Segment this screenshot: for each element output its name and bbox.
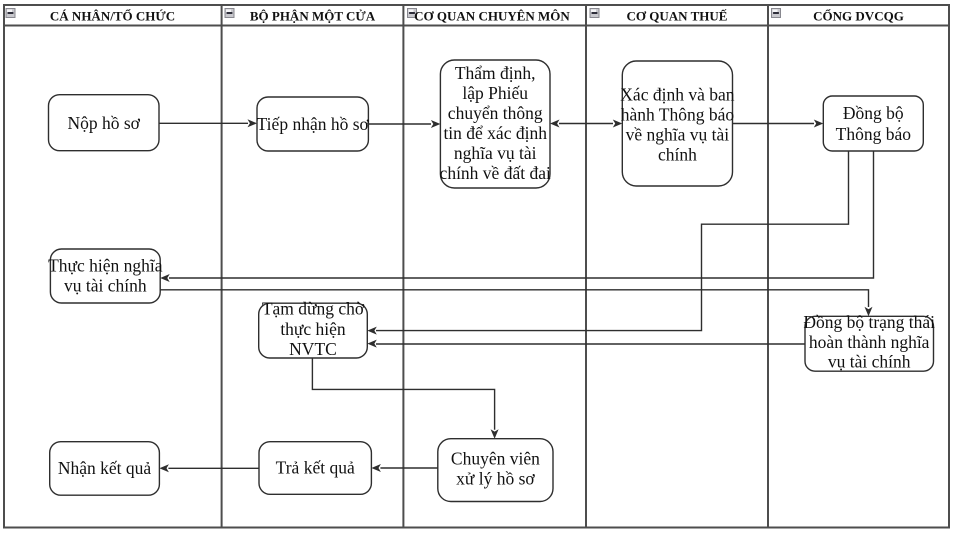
svg-text:BỘ PHẬN MỘT CỬA: BỘ PHẬN MỘT CỬA	[250, 9, 376, 24]
svg-text:Thông báo: Thông báo	[836, 124, 912, 144]
svg-text:thực hiện: thực hiện	[280, 319, 346, 339]
svg-text:vụ tài chính: vụ tài chính	[64, 276, 147, 296]
svg-text:về nghĩa vụ tài: về nghĩa vụ tài	[626, 125, 730, 145]
svg-text:hoàn thành nghĩa: hoàn thành nghĩa	[809, 332, 930, 352]
svg-text:vụ tài chính: vụ tài chính	[828, 352, 911, 372]
svg-text:CƠ QUAN CHUYÊN MÔN: CƠ QUAN CHUYÊN MÔN	[414, 9, 570, 24]
svg-text:chính về đất đai: chính về đất đai	[440, 163, 551, 183]
svg-text:CỔNG DVCQG: CỔNG DVCQG	[813, 9, 904, 24]
svg-text:Nộp hồ sơ: Nộp hồ sơ	[67, 113, 140, 133]
svg-text:Chuyên viên: Chuyên viên	[451, 449, 540, 469]
svg-text:nghĩa vụ tài: nghĩa vụ tài	[454, 143, 537, 163]
svg-text:tin để xác định: tin để xác định	[443, 123, 547, 143]
svg-text:NVTC: NVTC	[289, 339, 337, 359]
svg-text:Đồng bộ: Đồng bộ	[843, 103, 904, 123]
svg-text:chuyển thông: chuyển thông	[448, 103, 543, 123]
svg-text:Xác định và ban: Xác định và ban	[620, 85, 734, 105]
svg-text:Tạm dừng chờ: Tạm dừng chờ	[262, 299, 365, 319]
svg-text:Thực hiện nghĩa: Thực hiện nghĩa	[48, 256, 163, 276]
svg-text:chính: chính	[658, 145, 697, 165]
svg-text:CƠ QUAN THUẾ: CƠ QUAN THUẾ	[627, 9, 728, 24]
svg-text:Trả kết quả: Trả kết quả	[276, 458, 355, 478]
svg-text:Thẩm định,: Thẩm định,	[455, 63, 536, 83]
svg-text:lập Phiếu: lập Phiếu	[462, 83, 528, 103]
svg-text:Tiếp nhận hồ sơ: Tiếp nhận hồ sơ	[257, 114, 370, 134]
svg-text:CÁ NHÂN/TỔ CHỨC: CÁ NHÂN/TỔ CHỨC	[50, 9, 175, 24]
svg-text:Đồng bộ trạng thái: Đồng bộ trạng thái	[803, 312, 935, 332]
svg-text:xử lý hồ sơ: xử lý hồ sơ	[456, 469, 535, 489]
svg-text:Nhận kết quả: Nhận kết quả	[58, 458, 152, 478]
svg-text:hành Thông báo: hành Thông báo	[621, 105, 735, 125]
